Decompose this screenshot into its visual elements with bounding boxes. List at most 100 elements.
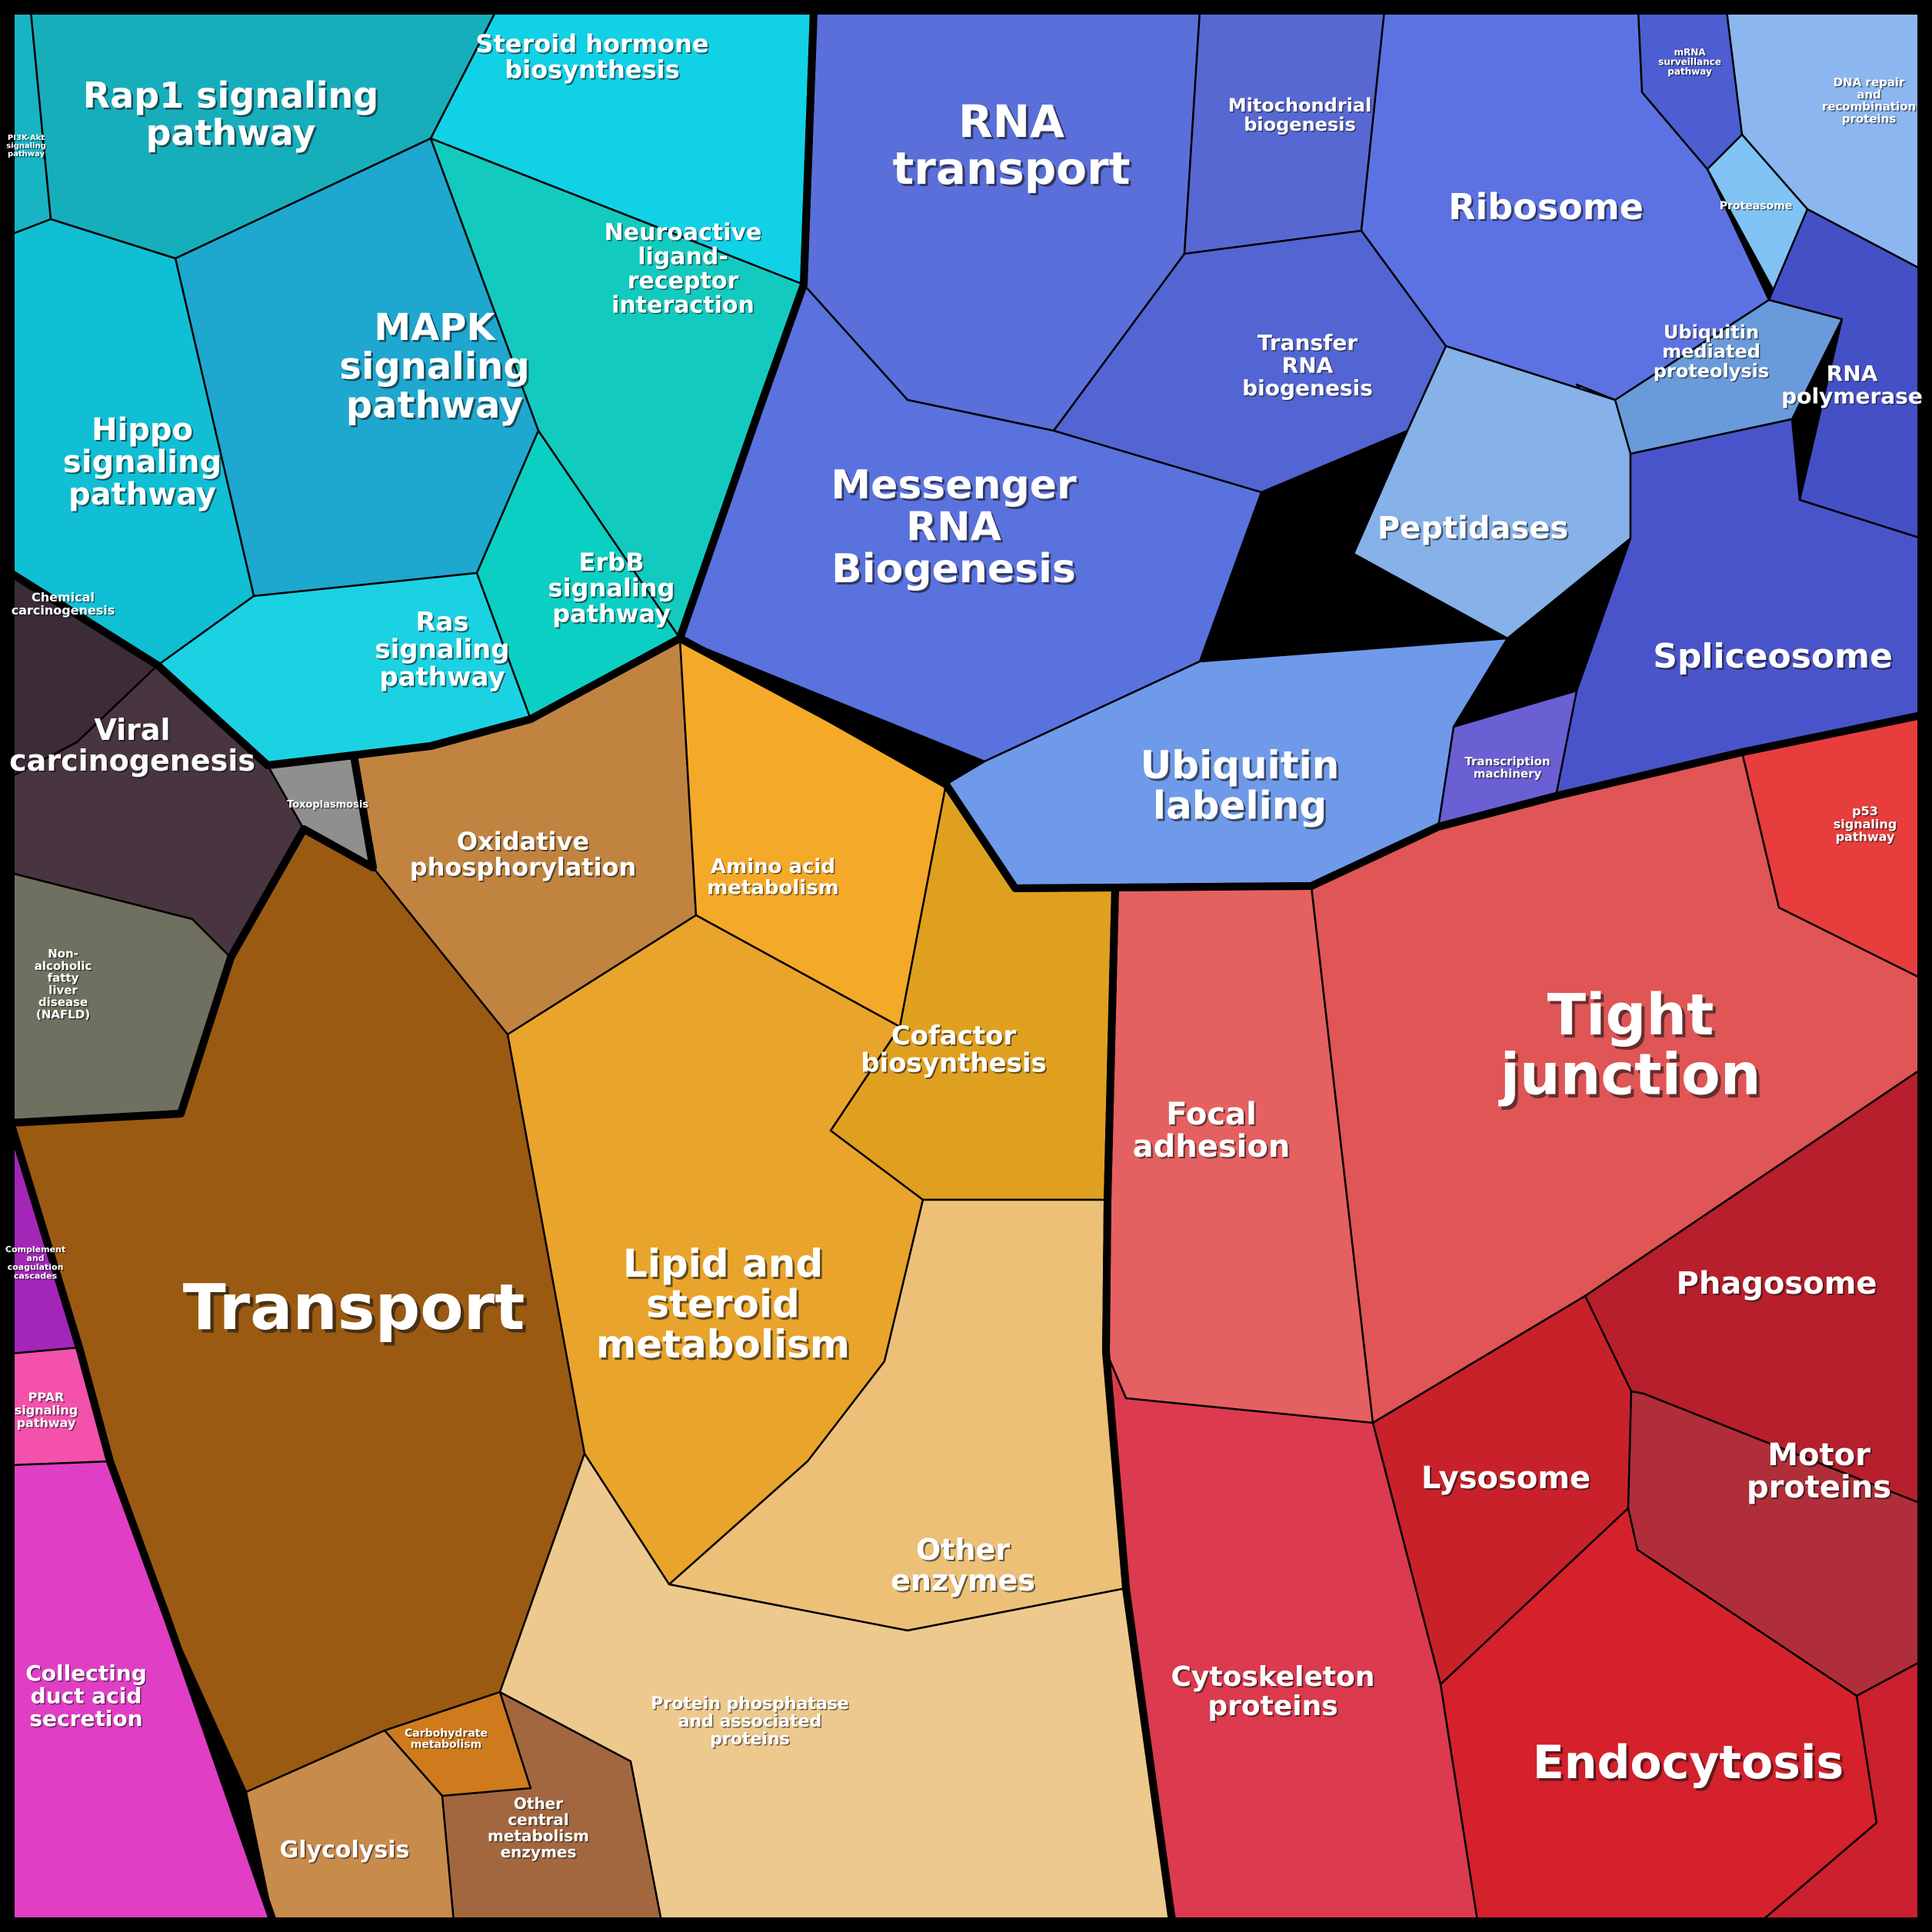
spliceosome-label-shadow: Spliceosome bbox=[1655, 638, 1895, 678]
lysosome-label-shadow: Lysosome bbox=[1423, 1462, 1592, 1497]
group-signaling-pathways bbox=[9, 9, 815, 767]
group-metabolism bbox=[9, 637, 1174, 1923]
lysosome-label: Lysosome bbox=[1421, 1461, 1591, 1496]
spliceosome-label: Spliceosome bbox=[1653, 637, 1893, 676]
ribosome-label-shadow: Ribosome bbox=[1451, 188, 1646, 230]
toxoplasmosis-label: Toxoplasmosis bbox=[287, 799, 368, 811]
toxoplasmosis-label-shadow: Toxoplasmosis bbox=[288, 801, 369, 812]
proteasome-label-shadow: Proteasome bbox=[1720, 202, 1793, 214]
group-diseases bbox=[9, 571, 375, 1124]
phagosome-label: Phagosome bbox=[1677, 1266, 1877, 1301]
group-genetic-information-processing bbox=[678, 9, 1923, 890]
proteasome-label: Proteasome bbox=[1720, 200, 1792, 212]
group-cellular-processes-outline bbox=[1102, 711, 1925, 1925]
endocytosis-label: Endocytosis bbox=[1533, 1736, 1844, 1790]
glycolysis-label: Glycolysis bbox=[280, 1837, 410, 1864]
peptidases-label: Peptidases bbox=[1377, 511, 1568, 546]
phagosome-label-shadow: Phagosome bbox=[1678, 1267, 1879, 1303]
ribosome-label: Ribosome bbox=[1448, 186, 1644, 228]
endocytosis-label-shadow: Endocytosis bbox=[1535, 1738, 1846, 1792]
group-cellular-processes bbox=[1104, 714, 1923, 1923]
glycolysis-label-shadow: Glycolysis bbox=[281, 1838, 411, 1865]
transport-label-shadow: Transport bbox=[186, 1275, 528, 1348]
peptidases-label-shadow: Peptidases bbox=[1379, 512, 1570, 548]
transport-label: Transport bbox=[183, 1271, 525, 1344]
peptidases-cell bbox=[1352, 345, 1632, 640]
